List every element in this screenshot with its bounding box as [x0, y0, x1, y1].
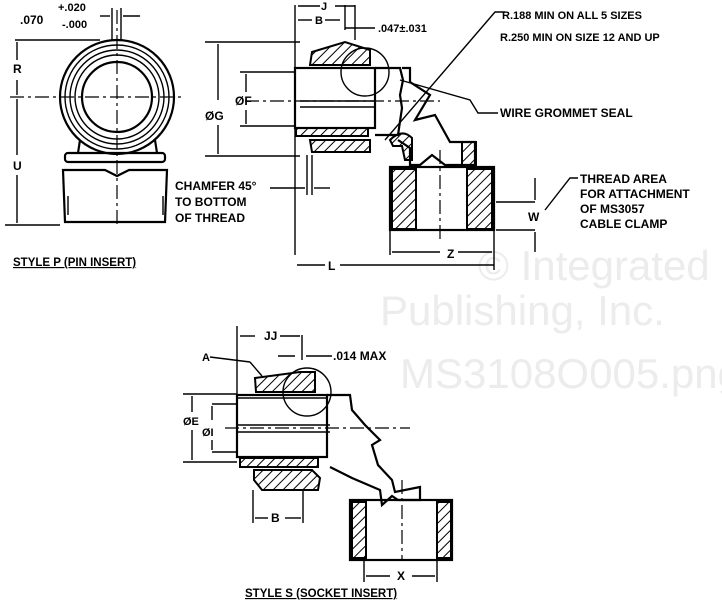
style-p-end-view	[5, 8, 185, 226]
dim-a-label: A	[202, 352, 210, 364]
thread-note-line-4: CABLE CLAMP	[580, 217, 667, 231]
tolerance-minus: -.000	[62, 19, 87, 31]
watermark-line-1: © Integrated	[478, 242, 710, 289]
thread-note-line-1: THREAD AREA	[580, 172, 667, 186]
dim-z-label: Z	[447, 247, 454, 261]
watermark: © Integrated Publishing, Inc. MS3108O005…	[380, 242, 722, 397]
chamfer-note-line-3: OF THREAD	[175, 211, 245, 225]
style-s-side-view	[183, 326, 454, 582]
dim-g-label: ØG	[205, 109, 224, 123]
dim-014-label: .014 MAX	[333, 349, 386, 363]
dim-b-socket-label: B	[271, 511, 280, 525]
dim-047-label: .047±.031	[378, 23, 427, 35]
dim-x-label: X	[397, 569, 405, 583]
style-s-caption: STYLE S (SOCKET INSERT)	[245, 588, 397, 600]
thread-note-line-2: FOR ATTACHMENT	[580, 187, 690, 201]
radius-note-line-2: R.250 MIN ON SIZE 12 AND UP	[500, 32, 660, 44]
dim-l-label: L	[328, 259, 335, 273]
chamfer-note-line-2: TO BOTTOM	[175, 195, 247, 209]
style-p-caption: STYLE P (PIN INSERT)	[13, 257, 136, 269]
dim-f-label: ØF	[235, 94, 252, 108]
dim-j-label: J	[321, 1, 327, 13]
tolerance-plus: +.020	[58, 2, 86, 14]
wire-grommet-seal-note: WIRE GROMMET SEAL	[500, 106, 633, 120]
chamfer-note-line-1: CHAMFER 45°	[175, 179, 257, 193]
radius-note-line-1: R.188 MIN ON ALL 5 SIZES	[502, 10, 642, 22]
watermark-line-3: MS3108O005.png	[400, 350, 722, 397]
dim-e-label: ØE	[183, 416, 199, 428]
dim-r-label: R	[13, 62, 22, 76]
dim-jj-label: JJ	[264, 329, 277, 343]
dim-b-label: B	[315, 15, 323, 27]
tolerance-nominal: .070	[20, 13, 44, 27]
dim-w-label: W	[528, 210, 540, 224]
thread-note-line-3: OF MS3057	[580, 202, 645, 216]
dim-u-label: U	[13, 159, 22, 173]
style-p-side-view	[205, 5, 578, 270]
dim-i-label: ØI	[202, 427, 214, 439]
watermark-line-2: Publishing, Inc.	[380, 287, 665, 334]
